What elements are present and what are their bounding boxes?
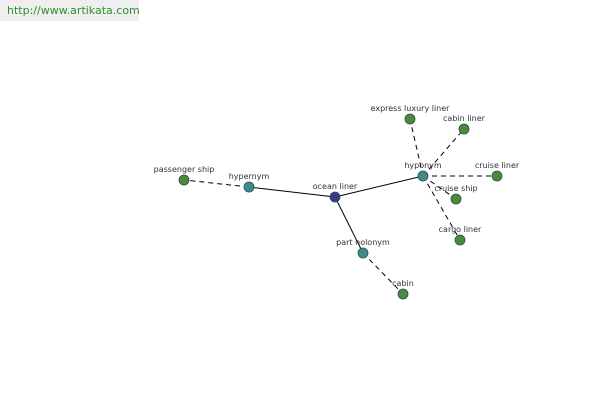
node-ocean-liner[interactable]: ocean liner [313, 182, 358, 203]
node-hyponym[interactable]: hyponym [404, 161, 442, 182]
node-hyponym-dot[interactable] [417, 170, 429, 182]
edge-hyponym-to-express-luxury-liner [409, 118, 424, 177]
node-part-holonym-dot[interactable] [357, 247, 369, 259]
node-ocean-liner-dot[interactable] [329, 191, 341, 203]
edge-part-holonym-to-cabin [362, 252, 404, 295]
node-cabin[interactable]: cabin [392, 279, 414, 300]
node-part-holonym[interactable]: part holonym [336, 238, 390, 259]
node-cargo-liner-label: cargo liner [439, 225, 482, 234]
edge-hyponym-to-cargo-liner [422, 175, 461, 241]
node-cargo-liner[interactable]: cargo liner [439, 225, 482, 246]
node-cruise-ship-label: cruise ship [434, 184, 477, 193]
node-hyponym-label: hyponym [404, 161, 442, 170]
node-cabin-liner[interactable]: cabin liner [443, 114, 486, 135]
node-hypernym-dot[interactable] [243, 181, 255, 193]
node-cruise-ship[interactable]: cruise ship [434, 184, 478, 205]
node-passenger-ship-dot[interactable] [178, 174, 190, 186]
node-express-luxury-liner-label: express luxury liner [371, 104, 451, 113]
watermark-link[interactable]: http://www.artikata.com [0, 0, 140, 21]
node-cabin-label: cabin [392, 279, 414, 288]
node-cruise-liner[interactable]: cruise liner [475, 161, 520, 182]
node-passenger-ship-label: passenger ship [154, 165, 215, 174]
node-hypernym-label: hypernym [229, 172, 270, 181]
graph-nodes: ocean liner hypernym hyponym part holonym pa… [154, 104, 520, 300]
node-cruise-ship-dot[interactable] [450, 193, 462, 205]
node-cabin-liner-label: cabin liner [443, 114, 486, 123]
node-cargo-liner-dot[interactable] [454, 234, 466, 246]
node-cabin-dot[interactable] [397, 288, 409, 300]
node-cruise-liner-dot[interactable] [491, 170, 503, 182]
node-cabin-liner-dot[interactable] [458, 123, 470, 135]
edge-ocean-liner-to-hyponym [334, 175, 424, 198]
node-part-holonym-label: part holonym [336, 238, 390, 247]
edge-ocean-liner-to-part-holonym [334, 196, 364, 254]
node-cruise-liner-label: cruise liner [475, 161, 520, 170]
node-passenger-ship[interactable]: passenger ship [154, 165, 215, 186]
edge-hypernym-to-passenger-ship [183, 179, 250, 188]
node-ocean-liner-label: ocean liner [313, 182, 358, 191]
node-express-luxury-liner[interactable]: express luxury liner [371, 104, 451, 125]
node-hypernym[interactable]: hypernym [229, 172, 270, 193]
node-express-luxury-liner-dot[interactable] [404, 113, 416, 125]
graph-edges [183, 118, 497, 295]
edge-ocean-liner-to-hypernym [248, 186, 336, 198]
edge-hyponym-to-cruise-ship [422, 175, 457, 200]
edge-hyponym-to-cabin-liner [422, 128, 465, 177]
